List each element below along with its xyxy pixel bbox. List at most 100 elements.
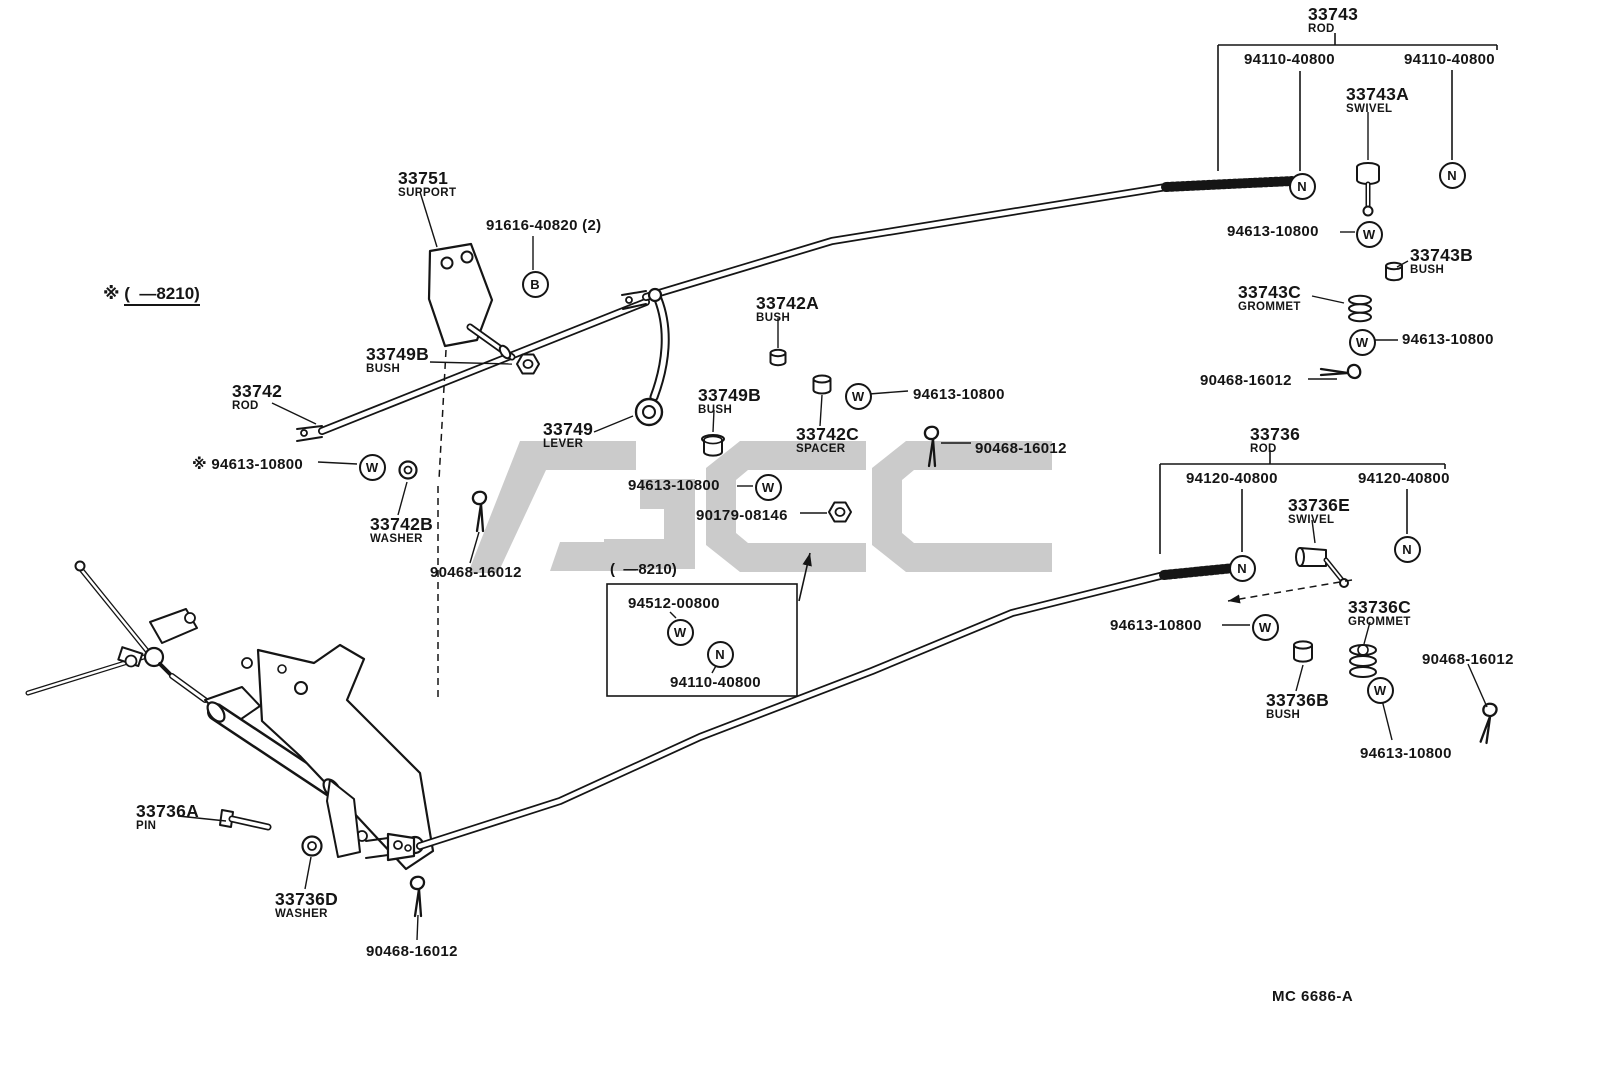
part-name: ROD: [232, 399, 259, 412]
small-parts: [398, 162, 1499, 918]
part-number: 91616-40820 (2): [486, 217, 602, 234]
circled-w-badge: W: [1355, 220, 1383, 248]
part-name: BUSH: [698, 403, 733, 416]
part-name: PIN: [136, 819, 157, 832]
part-name: BUSH: [1266, 708, 1301, 721]
part-code: 33742C: [796, 424, 860, 444]
bracket-lines: [1159, 33, 1498, 554]
part-code: 33743A: [1346, 84, 1410, 104]
part-number: 94613-10800: [1227, 223, 1319, 240]
circled-w-badge: W: [1366, 676, 1394, 704]
part-name: BUSH: [366, 362, 401, 375]
part-code: 33751: [398, 168, 449, 188]
part-number: 94613-10800: [628, 477, 720, 494]
part-number: 90179-08146: [696, 507, 788, 524]
circled-w-badge: W: [1251, 613, 1279, 641]
part-number: 94120-40800: [1358, 470, 1450, 487]
part-name: SWIVEL: [1346, 102, 1393, 115]
circled-n-badge: N: [1393, 535, 1421, 563]
part-code: 33736A: [136, 801, 200, 821]
part-name: LEVER: [543, 437, 584, 450]
part-name: GROMMET: [1238, 300, 1301, 313]
part-name: ROD: [1250, 442, 1277, 455]
circled-w-badge: W: [844, 382, 872, 410]
part-number: 94512-00800: [628, 595, 720, 612]
watermark-logo: [468, 441, 1052, 573]
part-name: ROD: [1308, 22, 1335, 35]
circled-b-badge: B: [521, 270, 549, 298]
part-code: 33743B: [1410, 245, 1474, 265]
part-name: BUSH: [1410, 263, 1445, 276]
part-code: 33736B: [1266, 690, 1330, 710]
part-number: 90468-16012: [975, 440, 1067, 457]
part-number: 94613-10800: [1360, 745, 1452, 762]
part-code: 33749B: [698, 385, 762, 405]
circled-w-badge: W: [358, 453, 386, 481]
part-code: 33743C: [1238, 282, 1302, 302]
part-code: 33742B: [370, 514, 434, 534]
part-number: 94110-40800: [670, 674, 761, 691]
part-name: WASHER: [370, 532, 423, 545]
part-code: 33736D: [275, 889, 339, 909]
circled-n-badge: N: [1438, 161, 1466, 189]
note-range: ( —8210): [124, 284, 200, 306]
circled-n-badge: N: [1228, 554, 1256, 582]
part-number: 94613-10800: [1110, 617, 1202, 634]
circled-w-badge: W: [1348, 328, 1376, 356]
part-number: 94613-10800: [1402, 331, 1494, 348]
part-name: GROMMET: [1348, 615, 1411, 628]
part-number: 94110-40800: [1404, 51, 1495, 68]
part-code: 33736C: [1348, 597, 1412, 617]
part-code: 33749: [543, 419, 594, 439]
inset-box-caption: ( —8210): [610, 561, 677, 578]
part-number: 90468-16012: [430, 564, 522, 581]
part-number: 94120-40800: [1186, 470, 1278, 487]
part-number: 90468-16012: [366, 943, 458, 960]
circled-n-badge: N: [706, 640, 734, 668]
part-code: 33742A: [756, 293, 820, 313]
circled-n-badge: N: [1288, 172, 1316, 200]
figure-code: MC 6686-A: [1272, 988, 1354, 1005]
part-code: 33736: [1250, 424, 1301, 444]
linkage-assembly: [25, 560, 435, 871]
part-number: ※ 94613-10800: [192, 456, 304, 473]
part-code: 33743: [1308, 4, 1359, 24]
part-name: WASHER: [275, 907, 328, 920]
circled-w-badge: W: [666, 618, 694, 646]
part-number: 90468-16012: [1200, 372, 1292, 389]
upper-control-rods: [296, 176, 1297, 442]
circled-w-badge: W: [754, 473, 782, 501]
part-name: SWIVEL: [1288, 513, 1335, 526]
part-number: 94110-40800: [1244, 51, 1335, 68]
part-name: BUSH: [756, 311, 791, 324]
part-number: 94613-10800: [913, 386, 1005, 403]
part-number: 90468-16012: [1422, 651, 1514, 668]
lower-control-rod: [365, 563, 1239, 862]
part-code: 33742: [232, 381, 283, 401]
part-code: 33749B: [366, 344, 430, 364]
part-code: 33736E: [1288, 495, 1351, 515]
note-mark: ※: [103, 284, 125, 303]
part-name: SPACER: [796, 442, 846, 455]
applicability-note: ※ ( —8210): [103, 284, 200, 306]
